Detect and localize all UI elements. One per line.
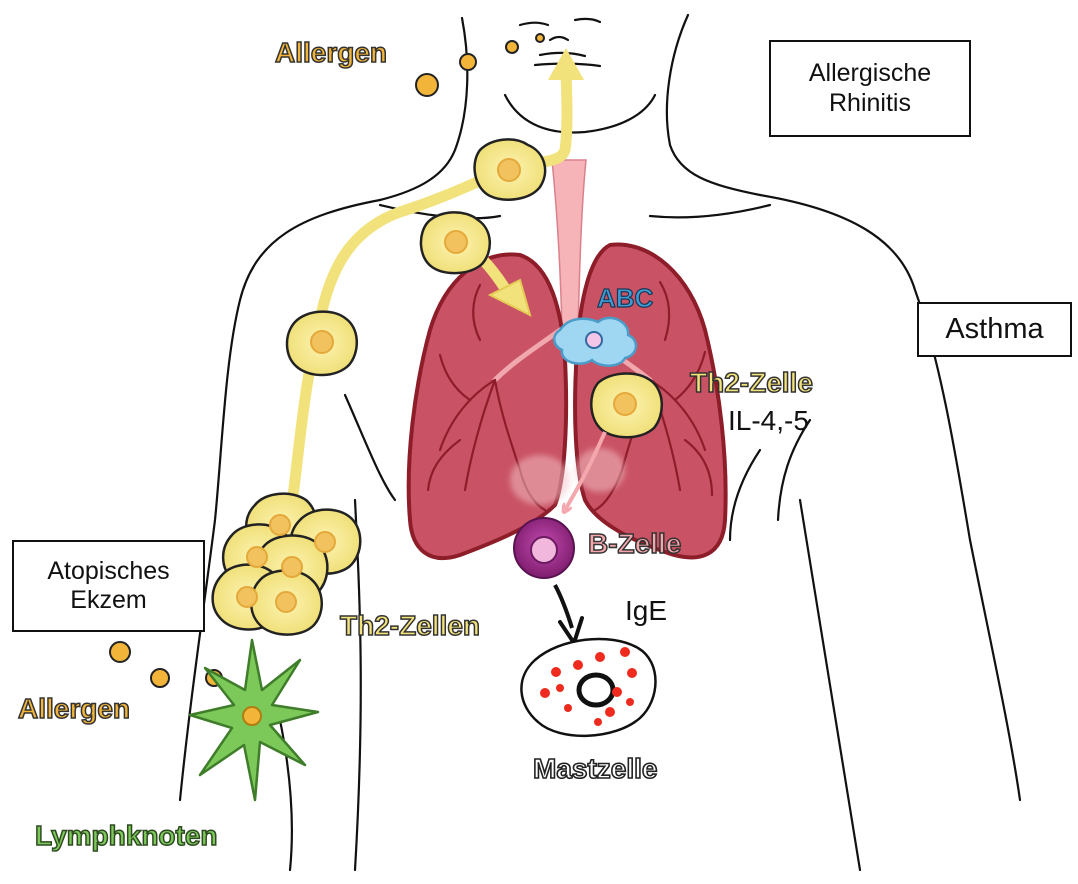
ekzem-line-1: Atopisches [47,557,169,587]
dendritic-cell [190,640,318,800]
label-allergen-bottom: Allergen [18,693,130,724]
label-mastzelle: Mastzelle [533,753,658,784]
th2-cell [475,139,546,199]
mast-cell [521,639,655,736]
label-th2-zellen: Th2-Zellen [340,610,480,641]
b-cell [514,518,574,578]
label-ige: IgE [625,595,667,626]
th2-cell [421,212,490,273]
ekzem-line-2: Ekzem [47,586,169,616]
label-b-zelle: B-Zelle [588,528,681,559]
box-asthma: Asthma [917,302,1072,357]
label-th2-zelle: Th2-Zelle [690,367,813,398]
label-lymphknoten: Lymphknoten [35,820,218,851]
lung-left [409,254,566,558]
label-il: IL-4,-5 [728,405,809,436]
rhinitis-line-1: Allergische [809,59,931,89]
label-abc: ABC [597,283,654,313]
label-allergen-top: Allergen [275,37,387,68]
box-atopisches-ekzem: Atopisches Ekzem [12,540,205,632]
box-allergische-rhinitis: Allergische Rhinitis [769,40,971,137]
rhinitis-line-2: Rhinitis [809,89,931,119]
th2-cell-lung [591,374,662,438]
abc-cell [554,318,636,366]
asthma-text: Asthma [945,312,1043,346]
arrow-bcell-to-mast [555,585,582,643]
th2-cell [287,312,357,375]
